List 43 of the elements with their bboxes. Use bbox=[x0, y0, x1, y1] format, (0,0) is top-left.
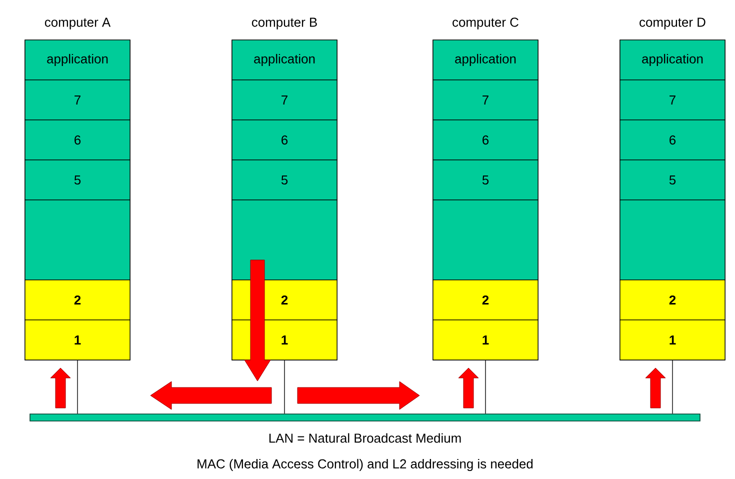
connector-line bbox=[77, 360, 78, 414]
layer-box: 7 bbox=[232, 80, 338, 120]
layer-box: 5 bbox=[232, 160, 338, 200]
block-arrow bbox=[150, 381, 272, 410]
layer-box: 2 bbox=[432, 280, 538, 320]
connector-line bbox=[485, 360, 486, 414]
block-arrow bbox=[458, 368, 479, 408]
empty-layer-box bbox=[620, 200, 726, 280]
layer-box: application bbox=[620, 40, 726, 80]
caption-text: LAN = Natural Broadcast Medium bbox=[269, 433, 461, 443]
block-arrow bbox=[645, 368, 666, 408]
layer-box: 5 bbox=[432, 160, 538, 200]
layer-box: application bbox=[24, 40, 130, 80]
layer-box: 6 bbox=[24, 120, 130, 160]
layer-box: 5 bbox=[24, 160, 130, 200]
layer-box: 6 bbox=[620, 120, 726, 160]
layer-box: 5 bbox=[620, 160, 726, 200]
connector-line bbox=[284, 360, 285, 414]
empty-layer-box bbox=[24, 200, 130, 280]
layer-box: application bbox=[232, 40, 338, 80]
block-arrow bbox=[244, 260, 271, 382]
layer-box: 2 bbox=[620, 280, 726, 320]
layer-box: 1 bbox=[620, 320, 726, 360]
layer-box: application bbox=[432, 40, 538, 80]
caption-text: MAC (Media Access Control) and L2 addressing is needed bbox=[198, 458, 533, 472]
lan-bar bbox=[30, 414, 700, 422]
layer-box: 7 bbox=[24, 80, 130, 120]
node-label: computer B bbox=[252, 18, 317, 30]
layer-box: 1 bbox=[24, 320, 130, 360]
node-label: computer A bbox=[44, 18, 111, 30]
layer-box: 7 bbox=[432, 80, 538, 120]
empty-layer-box bbox=[232, 200, 338, 280]
layer-box: 1 bbox=[432, 320, 538, 360]
empty-layer-box bbox=[432, 200, 538, 280]
layer-box: 6 bbox=[232, 120, 338, 160]
layer-box: 6 bbox=[432, 120, 538, 160]
block-arrow bbox=[50, 368, 71, 408]
layer-box: 2 bbox=[24, 280, 130, 320]
block-arrow bbox=[297, 381, 420, 410]
connector-line bbox=[672, 360, 673, 414]
node-label: computer D bbox=[640, 18, 706, 30]
layer-box: 7 bbox=[620, 80, 726, 120]
node-label: computer C bbox=[452, 18, 518, 30]
